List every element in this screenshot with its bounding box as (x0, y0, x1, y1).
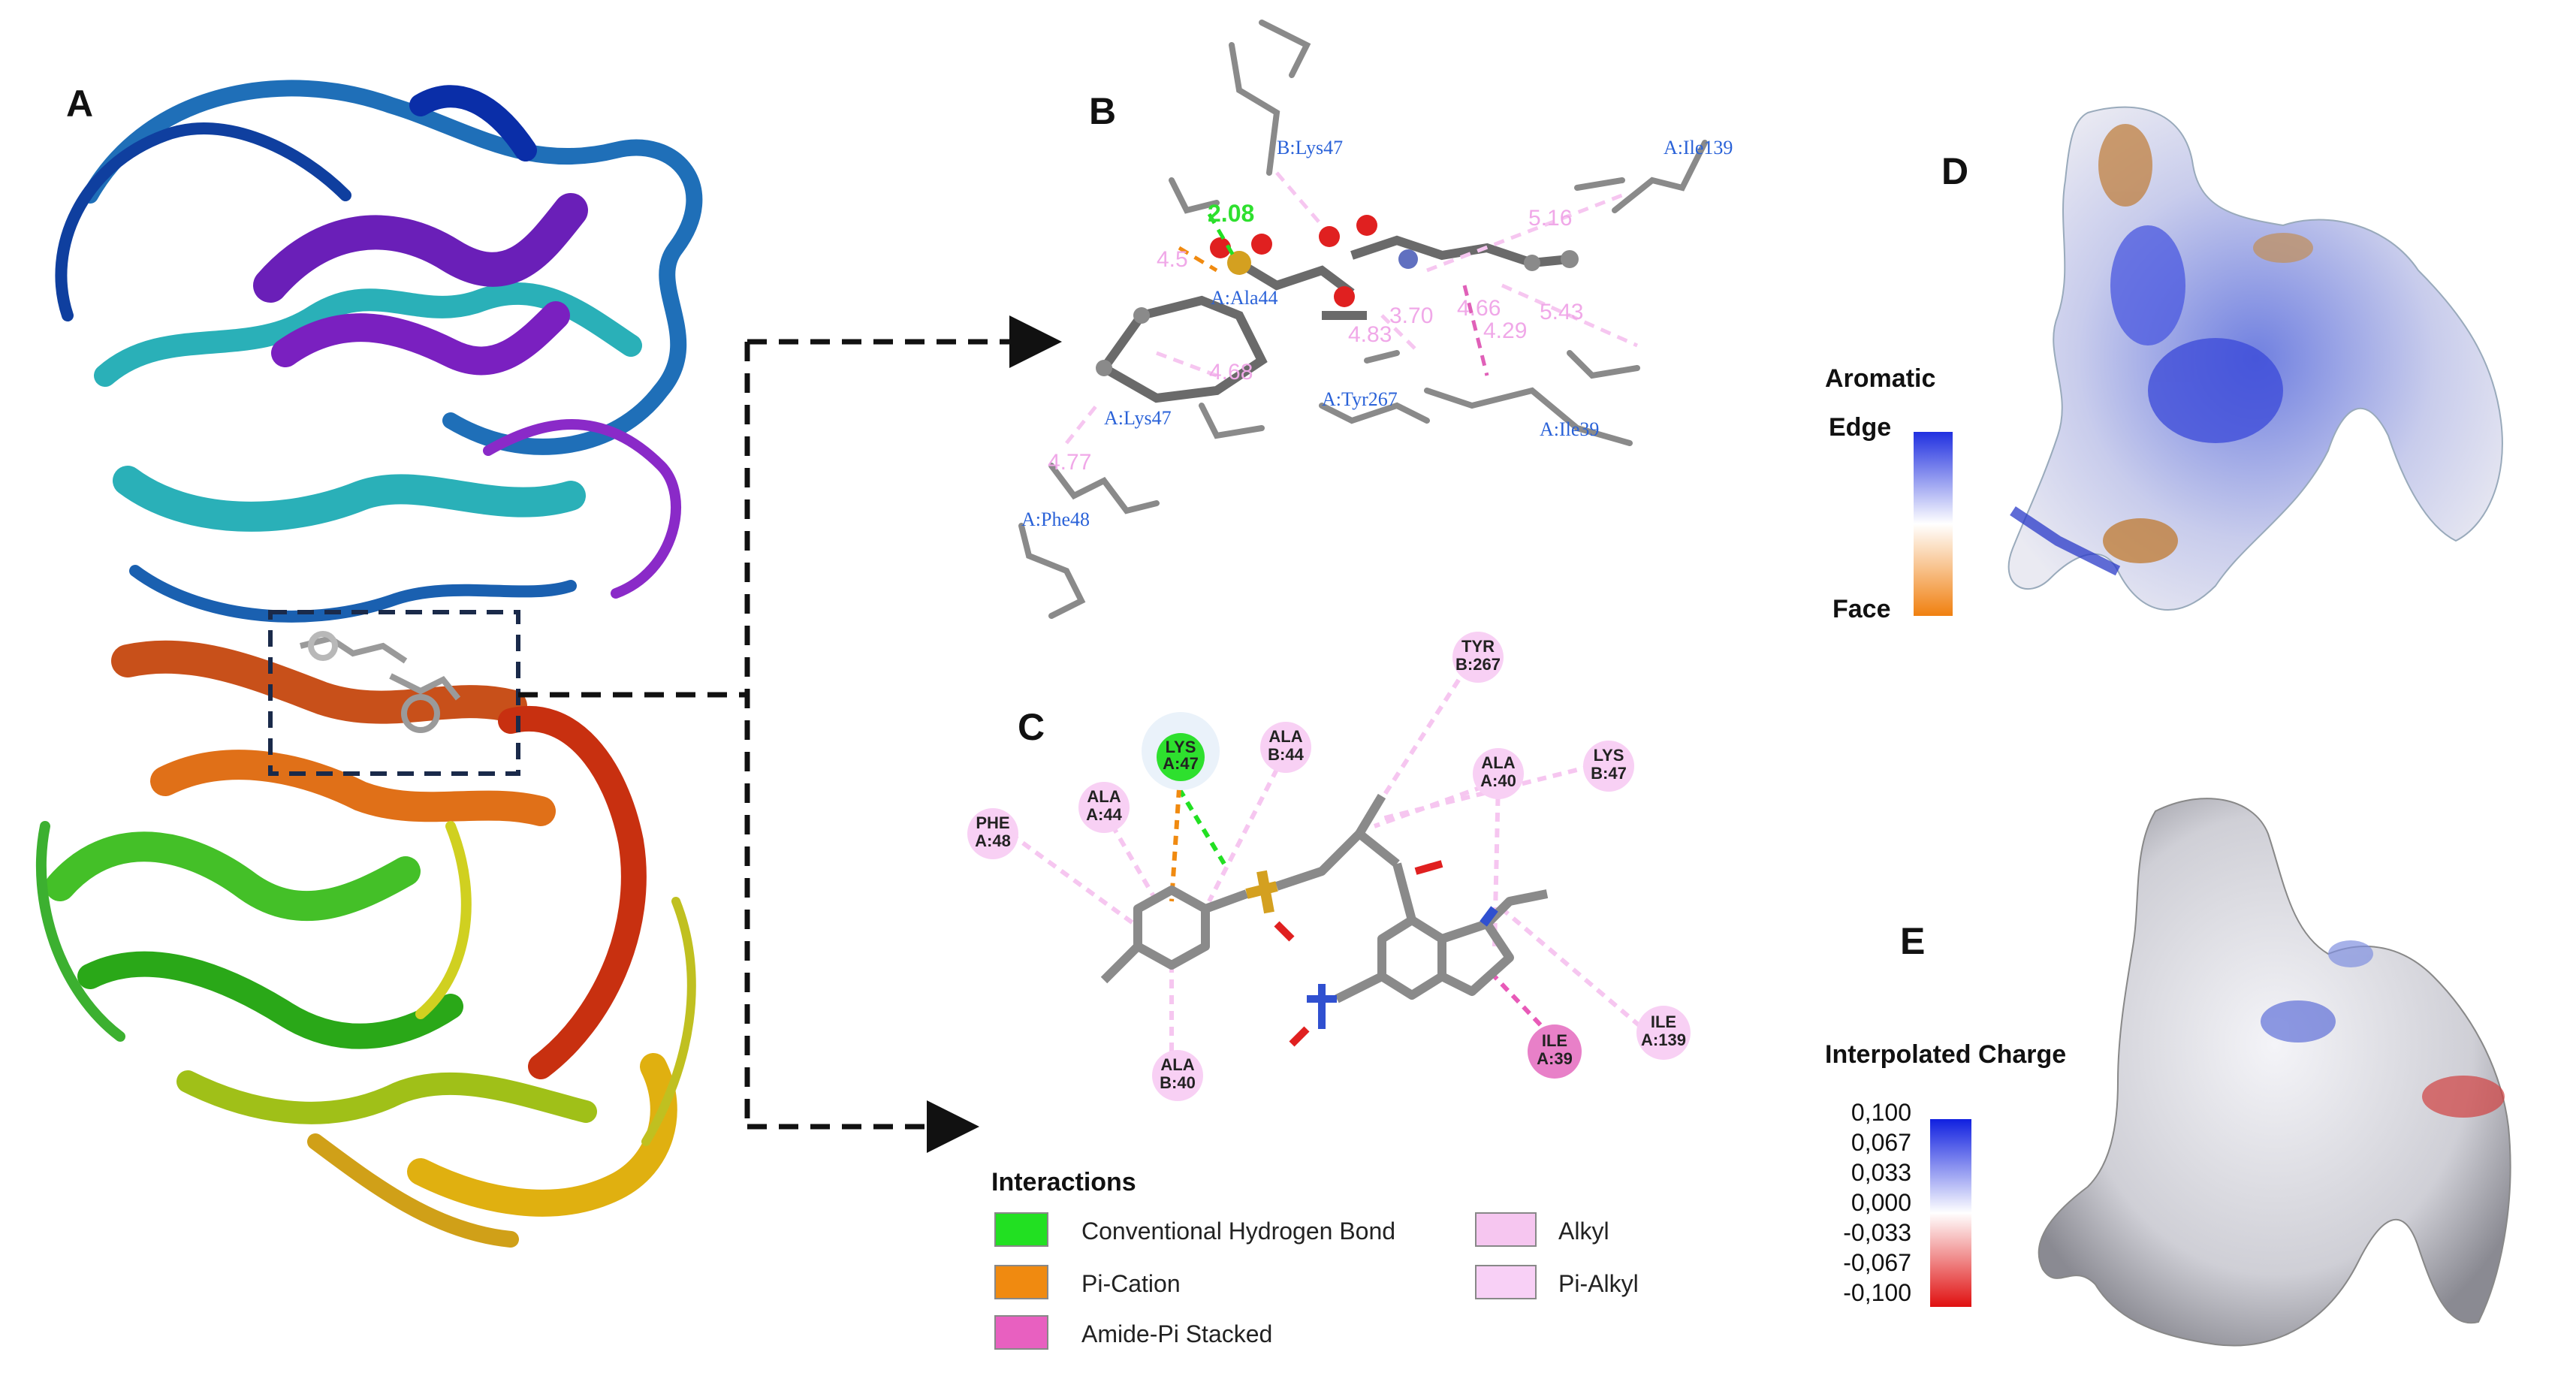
svg-text:TYR: TYR (1461, 637, 1495, 656)
aromatic-scale: Aromatic Edge Face (1825, 364, 1953, 623)
charge-tick-0: 0,100 (1851, 1099, 1911, 1126)
svg-text:Pi-Alkyl: Pi-Alkyl (1558, 1270, 1639, 1297)
panel-b-letter: B (1089, 90, 1116, 132)
svg-text:ALA: ALA (1268, 727, 1302, 746)
label-a-tyr267: A:Tyr267 (1322, 388, 1398, 410)
svg-text:B:44: B:44 (1268, 745, 1304, 764)
interactions-legend: Interactions Conventional Hydrogen Bond … (991, 1168, 1639, 1350)
svg-text:LYS: LYS (1594, 746, 1624, 765)
connector-arrows (518, 315, 1062, 1153)
panel-b: B (1018, 20, 1733, 619)
legend-item-hbond: Conventional Hydrogen Bond (994, 1212, 1395, 1247)
svg-text:ALA: ALA (1160, 1055, 1194, 1074)
ligand-atoms (1096, 215, 1579, 376)
protein-ribbon-lower (35, 640, 696, 1248)
bubble-ala-a40: ALA A:40 (1473, 748, 1524, 799)
svg-text:A:48: A:48 (975, 831, 1011, 850)
charge-scale-title: Interpolated Charge (1825, 1040, 2066, 1069)
distance-4-66: 4.66 (1457, 296, 1501, 321)
svg-text:A:40: A:40 (1480, 771, 1516, 790)
svg-text:A:44: A:44 (1086, 805, 1122, 824)
residue-bubbles: LYS A:47 ALA A:44 ALA B:44 PHE A:48 TYR (967, 632, 1691, 1101)
distance-4-77: 4.77 (1048, 450, 1091, 475)
ligand-2d (1100, 793, 1549, 1003)
svg-text:A:39: A:39 (1537, 1049, 1573, 1068)
svg-text:Pi-Cation: Pi-Cation (1081, 1270, 1181, 1297)
protein-ribbon-upper (55, 80, 703, 623)
svg-text:ILE: ILE (1651, 1012, 1676, 1031)
svg-text:PHE: PHE (976, 813, 1009, 832)
svg-text:A:47: A:47 (1163, 754, 1199, 773)
charge-tick-1: 0,067 (1851, 1129, 1911, 1156)
panel-a: A (35, 80, 703, 1248)
legend-item-pi-alkyl: Pi-Alkyl (1475, 1265, 1639, 1299)
legend-title: Interactions (991, 1168, 1136, 1196)
charge-tick-6: -0,100 (1843, 1279, 1911, 1306)
distance-3-70: 3.70 (1389, 303, 1433, 328)
svg-text:ALA: ALA (1087, 787, 1121, 806)
label-a-ile139: A:Ile139 (1664, 137, 1733, 158)
bubble-ala-a44: ALA A:44 (1078, 782, 1130, 833)
svg-text:Amide-Pi Stacked: Amide-Pi Stacked (1081, 1320, 1272, 1347)
bubble-lys-a47: LYS A:47 (1142, 712, 1220, 790)
panel-d-letter: D (1941, 150, 1968, 192)
charge-surface (2038, 798, 2511, 1347)
label-a-ile39: A:Ile39 (1540, 418, 1599, 440)
panel-d: D Aromatic Edge Face (1825, 106, 2503, 623)
svg-text:Conventional Hydrogen Bond: Conventional Hydrogen Bond (1081, 1218, 1395, 1245)
panel-a-letter: A (66, 83, 93, 125)
label-a-ala44: A:Ala44 (1211, 287, 1278, 309)
svg-text:B:47: B:47 (1591, 764, 1627, 783)
charge-tick-3: 0,000 (1851, 1189, 1911, 1216)
label-a-lys47: A:Lys47 (1104, 407, 1172, 429)
label-a-phe48: A:Phe48 (1021, 508, 1090, 530)
label-b-lys47: B:Lys47 (1277, 137, 1343, 158)
charge-tick-2: 0,033 (1851, 1159, 1911, 1186)
residue-sticks (1018, 20, 1708, 619)
charge-tick-5: -0,067 (1843, 1249, 1911, 1276)
bubble-ile-a39: ILE A:39 (1528, 1024, 1582, 1079)
distance-4-5: 4.5 (1157, 247, 1188, 272)
charge-tick-4: -0,033 (1843, 1219, 1911, 1246)
legend-item-pi-cation: Pi-Cation (994, 1265, 1181, 1299)
distance-5-16: 5.16 (1528, 206, 1572, 231)
distance-4-83: 4.83 (1348, 322, 1392, 347)
panel-e: E Interpolated Charge 0,100 0,067 0,033 … (1825, 798, 2511, 1347)
svg-text:B:267: B:267 (1455, 655, 1501, 674)
bubble-phe-a48: PHE A:48 (967, 808, 1018, 859)
charge-patches (2261, 940, 2505, 1118)
legend-item-amide-pi: Amide-Pi Stacked (994, 1315, 1272, 1350)
svg-text:B:40: B:40 (1160, 1073, 1196, 1092)
svg-text:LYS: LYS (1166, 738, 1196, 756)
bubble-tyr-b267: TYR B:267 (1452, 632, 1504, 683)
panel-c-letter: C (1018, 706, 1045, 748)
distance-2-08: 2.08 (1208, 200, 1254, 227)
svg-text:ALA: ALA (1481, 753, 1515, 772)
ligand-in-site (300, 631, 461, 733)
ligand-2d-atoms (1245, 860, 1498, 1047)
aromatic-gradient-bar (1914, 432, 1953, 616)
bubble-lys-b47: LYS B:47 (1583, 741, 1634, 792)
distance-5-43: 5.43 (1540, 300, 1583, 324)
distance-4-68: 4.68 (1209, 360, 1253, 385)
aromatic-scale-top: Edge (1829, 413, 1891, 442)
panel-c: C (967, 632, 1691, 1350)
interaction-lines-2d (1009, 652, 1654, 1052)
svg-text:A:139: A:139 (1641, 1030, 1686, 1049)
bubble-ala-b44: ALA B:44 (1260, 722, 1311, 773)
interaction-dashes-3d (1065, 171, 1639, 445)
legend-item-alkyl: Alkyl (1475, 1212, 1609, 1247)
aromatic-patches (2010, 124, 2313, 576)
bubble-ala-b40: ALA B:40 (1152, 1050, 1203, 1101)
distance-4-29: 4.29 (1483, 318, 1527, 343)
charge-gradient-bar (1930, 1119, 1971, 1307)
svg-text:ILE: ILE (1542, 1031, 1567, 1050)
charge-scale: Interpolated Charge 0,100 0,067 0,033 0,… (1825, 1040, 2066, 1307)
panel-e-letter: E (1900, 920, 1925, 962)
aromatic-scale-bottom: Face (1832, 595, 1891, 623)
svg-text:Alkyl: Alkyl (1558, 1218, 1609, 1245)
aromatic-scale-title: Aromatic (1825, 364, 1935, 393)
bubble-ile-a139: ILE A:139 (1636, 1006, 1691, 1060)
